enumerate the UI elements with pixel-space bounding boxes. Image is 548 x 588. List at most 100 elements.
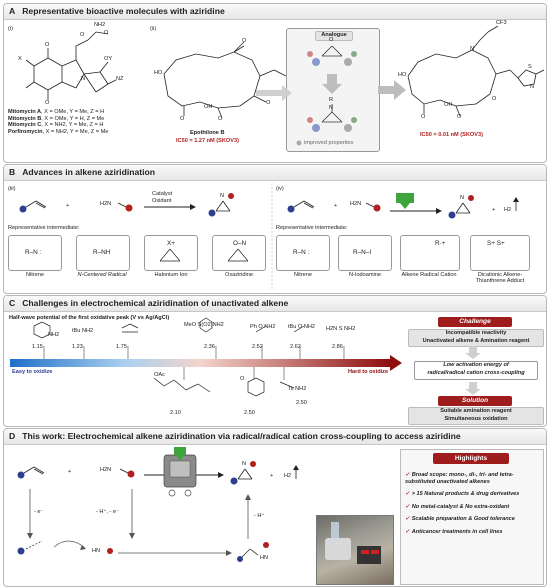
b-oxidant: Oxidant xyxy=(152,198,172,204)
c-lab-210: OAc xyxy=(154,372,165,378)
b-rep-left: Representative intermediate: xyxy=(8,225,80,231)
b-n-right: N xyxy=(460,195,465,201)
d-cell-plug xyxy=(174,447,186,455)
c-val-115: 1.15 xyxy=(32,344,43,350)
b-caption-nitrene2: Nitrene xyxy=(293,272,313,278)
c-val-250b: 2.50 xyxy=(296,400,307,406)
c-solution-title: Solution xyxy=(438,396,512,406)
c-val-286: 2.86 xyxy=(332,344,343,350)
d-h2n: H2N xyxy=(100,467,112,473)
b-card-nitrene2: R–N : xyxy=(276,235,330,271)
mitomycin-structure xyxy=(25,31,117,100)
mito-o2: O xyxy=(104,30,109,36)
b-card-oxaziridine-formula: O–N xyxy=(233,240,247,247)
panel-b-title: Advances in alkene aziridination xyxy=(22,167,155,177)
b-card-halonium: X+ xyxy=(144,235,198,271)
panel-a-letter: A xyxy=(9,6,16,16)
b-catalyst: Catalyst xyxy=(152,191,173,197)
c-lab-286: H2N S NH2 xyxy=(326,326,356,332)
b-amine-r-ball xyxy=(125,204,133,212)
analogue-down-arrow xyxy=(322,74,342,94)
mito-oy: OY xyxy=(104,56,113,62)
epo-ho: HO xyxy=(154,70,163,76)
mitomycin-list: Mitomycin A, X = OMe, Y = Me, Z = H Mito… xyxy=(8,109,108,135)
d-nradical-ball xyxy=(107,548,113,554)
b-card-nitrene2-formula: R–N : xyxy=(293,249,310,256)
improved-properties: improved properties xyxy=(304,140,354,146)
c-easy: Easy to oxidize xyxy=(12,369,53,375)
d-minus-h: - H⁺ xyxy=(254,513,265,519)
b-card-ncentered-formula: R–NH xyxy=(93,249,111,256)
c-lab-252: Ph O NH2 xyxy=(250,324,276,330)
mito-o1: O xyxy=(80,32,85,38)
c-lab-250a: O xyxy=(240,376,245,382)
b-caption-radical-cation: Alkene Radical Cation xyxy=(401,272,457,278)
b-product2-r-ball xyxy=(448,211,456,219)
mito-nz: NZ xyxy=(116,76,124,82)
b-caption-niodoamine: N-Iodoamine xyxy=(348,272,382,278)
epothilone-name: Epothilone B xyxy=(190,130,225,136)
b-card-dicationic-formula: S+ S+ xyxy=(487,240,505,247)
epo-o1: O xyxy=(242,38,247,44)
highlight-1: ✓> 15 Natural products & drug derivative… xyxy=(405,491,520,498)
product-n2: N xyxy=(530,84,535,90)
mito-o3: O xyxy=(45,42,50,48)
c-lab-250b: Ts NH2 xyxy=(288,386,307,392)
d-hn-radical: HN xyxy=(92,548,101,554)
product-cf3: CF3 xyxy=(496,20,507,26)
d-amine-r-ball xyxy=(127,470,135,478)
check-icon: ✓ xyxy=(405,528,410,535)
b-card-dicationic: S+ S+ xyxy=(470,235,530,271)
product-oh: OH xyxy=(444,102,453,108)
d-minus-h-e: - H⁺, - e⁻ xyxy=(96,509,119,515)
panel-d-mechanism xyxy=(17,447,299,562)
panel-d-letter: D xyxy=(9,431,16,441)
lab-photo-stirrer xyxy=(325,538,351,560)
c-val-210: 2.10 xyxy=(170,410,181,416)
d-plus-h2: + xyxy=(270,473,274,479)
lab-photo-power-supply xyxy=(357,546,381,564)
d-n: N xyxy=(242,461,247,467)
c-val-175: 1.75 xyxy=(116,344,127,350)
product-o3: O xyxy=(492,96,497,102)
b-caption-halonium: Halonium Ion xyxy=(154,272,188,278)
d-product-n-ball xyxy=(250,461,256,467)
c-hard: Hard to oxidize xyxy=(348,369,389,375)
d-product-r-ball xyxy=(230,477,238,485)
panel-b-reactions xyxy=(19,183,519,289)
c-val-262: 2.62 xyxy=(290,344,301,350)
mito-o4: O xyxy=(45,100,50,106)
lab-photo-vial xyxy=(331,522,339,540)
b-plus-right: + xyxy=(334,203,338,209)
analogue-n: N xyxy=(329,105,334,111)
analogue-o: O xyxy=(329,37,334,43)
panel-c-letter: C xyxy=(9,298,16,308)
product-ic50: IC50 = 0.01 nM (SKOV3) xyxy=(420,132,483,138)
check-icon: ✓ xyxy=(405,491,410,498)
c-gradient-bar xyxy=(10,359,390,367)
b-card-radical-cation-formula: R·+ xyxy=(435,240,446,247)
highlight-3: ✓Scalable preparation & Good tolerance xyxy=(405,516,515,523)
mito-nh2: NH2 xyxy=(94,22,106,28)
b-caption-ncentered: N-Centered Radical xyxy=(77,272,127,278)
d-minus-e: - e⁻ xyxy=(34,509,44,515)
b-card-oxaziridine: O–N xyxy=(212,235,266,271)
highlights-box: Highlights ✓Broad scope: mono-, di-, tri… xyxy=(400,449,544,585)
mito-x: X xyxy=(18,56,22,62)
epo-o4: O xyxy=(266,100,271,106)
product-structure xyxy=(407,25,545,117)
b-product-n-ball xyxy=(228,193,234,199)
b-card-radical-cation: R·+ xyxy=(400,235,460,271)
analogue-label: Analogue xyxy=(315,31,353,41)
mito-row-0: Mitomycin A, X = OMe, Y = Me, Z = H xyxy=(8,109,105,115)
highlight-0: ✓Broad scope: mono-, di-, tri- and tetra… xyxy=(405,472,514,485)
label-iv: (iv) xyxy=(276,186,284,192)
d-alkene-r-ball xyxy=(17,471,25,479)
c-val-252: 2.52 xyxy=(252,344,263,350)
b-card-nitrene: R–N : xyxy=(8,235,62,271)
c-lab-236: MeO S(O2)NH2 xyxy=(184,322,224,328)
epothilone-to-analogue-arrow xyxy=(256,85,292,101)
